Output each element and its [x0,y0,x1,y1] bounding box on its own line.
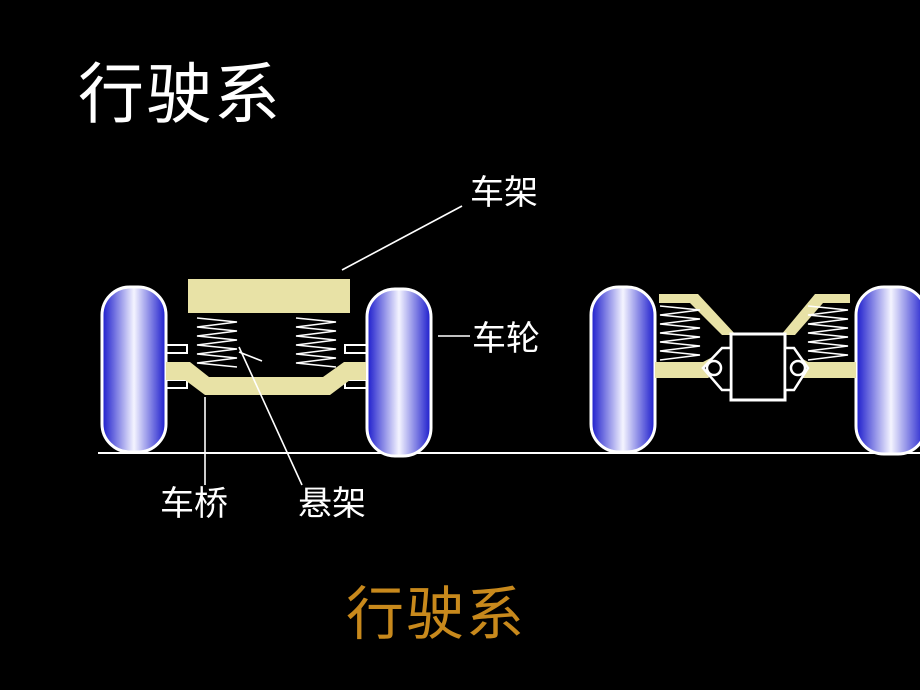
right-pivot-joint [789,359,807,377]
slide-caption: 行驶系 [346,580,527,648]
left-stub-axle-top [164,344,188,354]
right-spring [295,317,337,368]
axle-beam [166,362,366,395]
left-pivot-joint [705,359,723,377]
left-wheel [100,285,168,454]
differential-housing [729,332,787,402]
independent-right-spring [807,305,849,361]
suspension-leader-tick [238,351,263,362]
right-assembly [589,285,920,456]
right-stub-axle-top [344,344,368,354]
axle-label: 车桥 [160,484,228,524]
right-wheel [365,287,433,458]
independent-frame-right [781,294,850,335]
left-stub-axle-bottom [164,379,188,389]
frame-leader-line [341,205,463,271]
frame-label: 车架 [470,173,538,213]
independent-right-wheel [854,285,920,456]
left-spring [196,317,238,368]
independent-left-spring [659,305,701,361]
frame-beam [188,279,350,313]
independent-frame-left [659,294,736,335]
independent-left-wheel [589,285,657,454]
slide-title: 行驶系 [78,56,282,133]
suspension-leader-line [238,346,303,486]
wheel-label: 车轮 [472,319,540,359]
suspension-label: 悬架 [298,484,366,524]
left-assembly [100,205,470,486]
